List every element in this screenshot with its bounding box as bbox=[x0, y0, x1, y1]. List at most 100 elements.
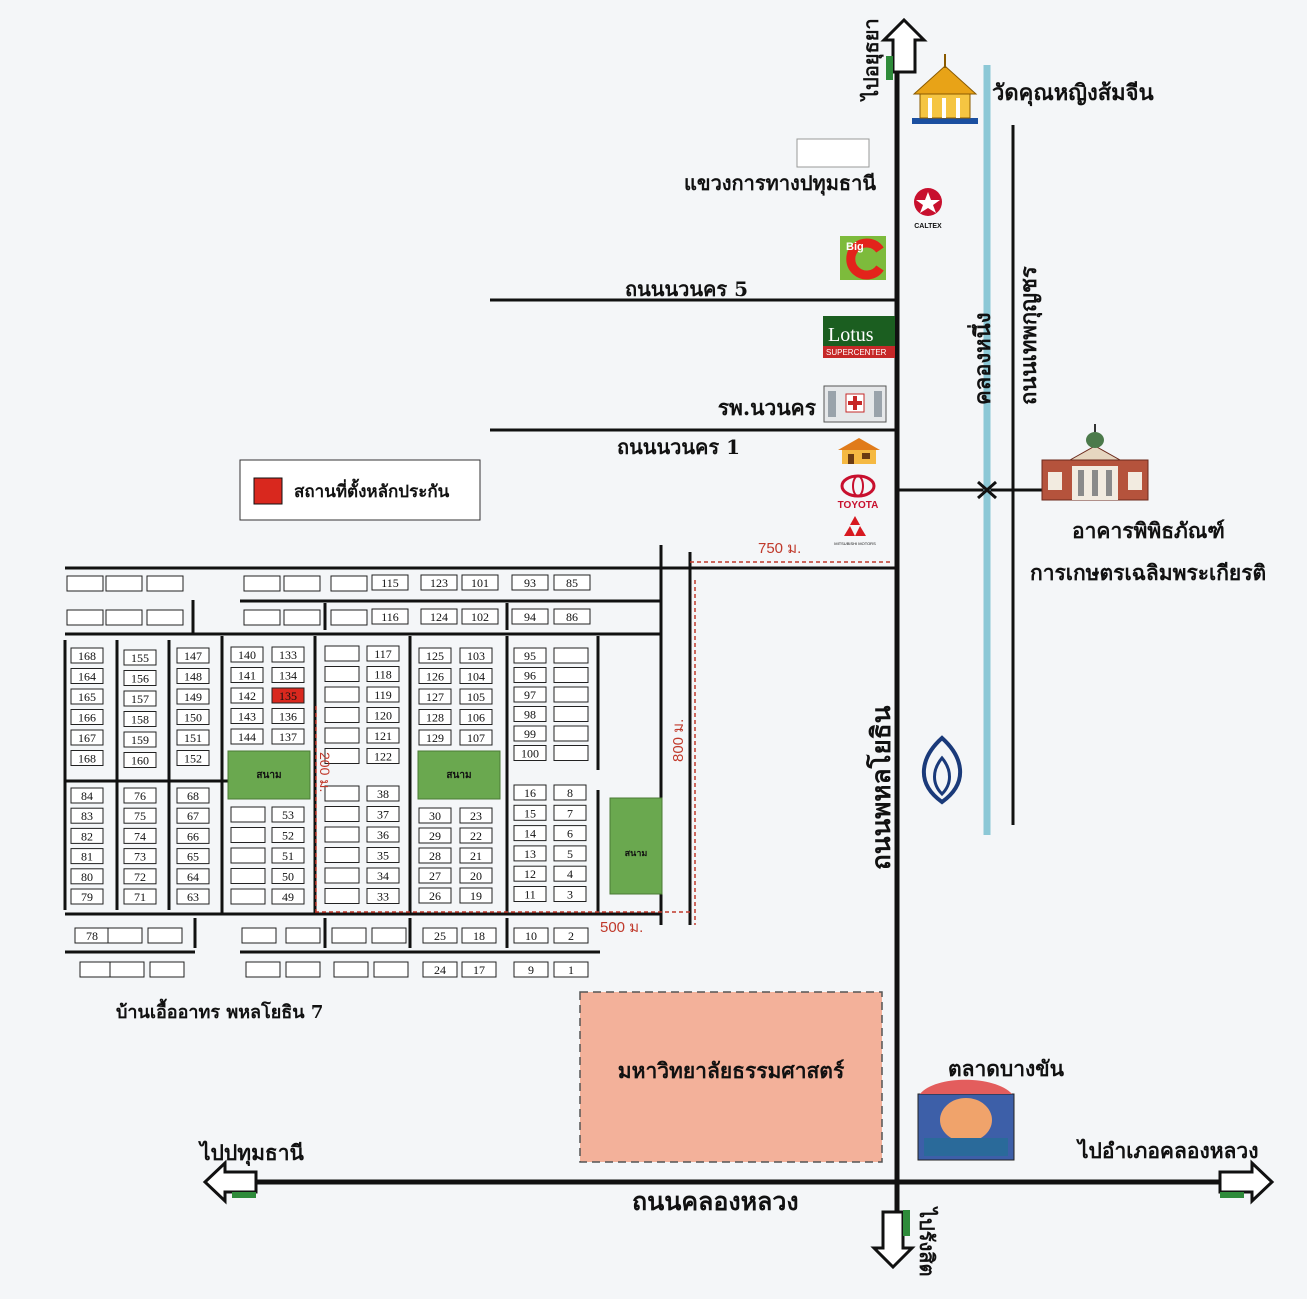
plot-number: 156 bbox=[131, 672, 149, 686]
plot-box bbox=[371, 927, 407, 944]
plot-box bbox=[366, 847, 400, 863]
plot-number: 72 bbox=[134, 870, 146, 884]
plot-box bbox=[324, 727, 360, 744]
plot-box bbox=[459, 847, 493, 864]
plot-number: 134 bbox=[279, 669, 297, 683]
plot-number: 74 bbox=[134, 829, 146, 843]
plot-box bbox=[553, 647, 589, 664]
plot-box bbox=[418, 729, 452, 746]
plot-number: 116 bbox=[381, 610, 399, 624]
svg-text:Big: Big bbox=[846, 241, 864, 253]
hospital-icon bbox=[823, 385, 887, 423]
plot-box bbox=[513, 706, 547, 722]
plot-box bbox=[176, 750, 210, 766]
plot-number: 16 bbox=[524, 786, 536, 800]
university-label: มหาวิทยาลัยธรรมศาสตร์ bbox=[618, 1058, 845, 1083]
plot-box bbox=[513, 886, 547, 902]
plot-box bbox=[422, 961, 458, 978]
plot-number: 149 bbox=[184, 690, 202, 704]
village-label: บ้านเอื้ออาทร พหลโยธิน 7 bbox=[116, 998, 323, 1023]
plot-box bbox=[459, 668, 493, 684]
plot-box bbox=[420, 574, 458, 591]
plot-box bbox=[418, 647, 452, 664]
plot-box bbox=[459, 807, 493, 824]
plot-box bbox=[418, 709, 452, 725]
plot-number: 151 bbox=[184, 731, 202, 745]
museum-icon bbox=[1041, 424, 1149, 501]
plot-number: 28 bbox=[429, 849, 441, 863]
plot-number: 20 bbox=[470, 869, 482, 883]
plot-box bbox=[230, 806, 266, 823]
plot-number: 1 bbox=[568, 963, 574, 977]
plot-number: 78 bbox=[86, 929, 98, 943]
plot-box bbox=[513, 686, 547, 703]
svg-text:สนาม: สนาม bbox=[256, 770, 281, 781]
highway-office-label: แขวงการทางปทุมธานี bbox=[684, 171, 876, 196]
museum-label-1: อาคารพิพิธภัณฑ์ bbox=[1072, 518, 1225, 543]
plot-box bbox=[176, 709, 210, 725]
plot-box bbox=[511, 608, 549, 625]
plot-number: 128 bbox=[426, 711, 444, 725]
plot-number: 165 bbox=[78, 690, 96, 704]
toyota-icon: TOYOTA bbox=[838, 474, 878, 511]
plot-number: 52 bbox=[282, 829, 294, 843]
arrow-north-icon bbox=[880, 17, 928, 80]
plot-number: 49 bbox=[282, 890, 294, 904]
plot-number: 125 bbox=[426, 649, 444, 663]
plot-box bbox=[553, 825, 587, 842]
plot-box bbox=[271, 847, 305, 864]
plot-box bbox=[418, 668, 452, 684]
plot-number: 143 bbox=[238, 710, 256, 724]
plot-number: 101 bbox=[471, 576, 489, 590]
plot-number: 36 bbox=[377, 828, 389, 842]
distance-750: 750 ม. bbox=[758, 540, 801, 557]
plot-number: 25 bbox=[434, 929, 446, 943]
university-area bbox=[579, 991, 883, 1163]
plot-number: 124 bbox=[430, 610, 448, 624]
plot-box bbox=[331, 927, 367, 944]
plot-box bbox=[109, 961, 145, 978]
plot-box bbox=[285, 927, 321, 944]
plot-box bbox=[366, 707, 400, 723]
plot-box bbox=[461, 961, 497, 978]
plot-box bbox=[123, 868, 157, 885]
plot-number: 93 bbox=[524, 576, 536, 590]
park-3 bbox=[609, 797, 663, 895]
plot-number: 18 bbox=[473, 929, 485, 943]
phahonyothin-label: ถนนพหลโยธิน bbox=[865, 705, 897, 870]
plot-box bbox=[230, 687, 264, 704]
plot-number: 118 bbox=[374, 668, 392, 682]
plot-box bbox=[553, 745, 589, 761]
plot-number: 21 bbox=[470, 849, 482, 863]
plot-number: 102 bbox=[471, 610, 489, 624]
plot-box bbox=[459, 729, 493, 746]
plot-box bbox=[123, 670, 157, 686]
plot-box bbox=[553, 706, 589, 722]
plot-box bbox=[513, 865, 547, 882]
plot-number: 63 bbox=[187, 890, 199, 904]
plot-number: 24 bbox=[434, 963, 446, 977]
plot-number: 84 bbox=[81, 789, 93, 803]
plot-box bbox=[422, 927, 458, 944]
plot-box bbox=[513, 845, 547, 862]
plot-box bbox=[366, 888, 400, 904]
thep-kunchon-label: ถนนเทพกุญชร bbox=[1016, 266, 1043, 405]
plot-number: 141 bbox=[238, 669, 256, 683]
plot-number: 164 bbox=[78, 670, 96, 684]
plot-box bbox=[366, 806, 400, 822]
plot-number: 103 bbox=[467, 649, 485, 663]
plot-number: 11 bbox=[524, 888, 536, 902]
plot-box bbox=[366, 867, 400, 884]
plot-box bbox=[79, 961, 115, 978]
plot-number: 121 bbox=[374, 729, 392, 743]
plot-box bbox=[123, 690, 157, 707]
plot-box bbox=[324, 867, 360, 884]
plot-box bbox=[271, 667, 305, 683]
plot-box bbox=[461, 574, 499, 591]
plot-box bbox=[418, 827, 452, 844]
plot-number: 97 bbox=[524, 688, 536, 702]
plot-box bbox=[105, 609, 143, 626]
plot-box bbox=[513, 927, 549, 944]
direction-east: ไปอำเภอคลองหลวง bbox=[1076, 1138, 1258, 1163]
plot-number: 136 bbox=[279, 710, 297, 724]
